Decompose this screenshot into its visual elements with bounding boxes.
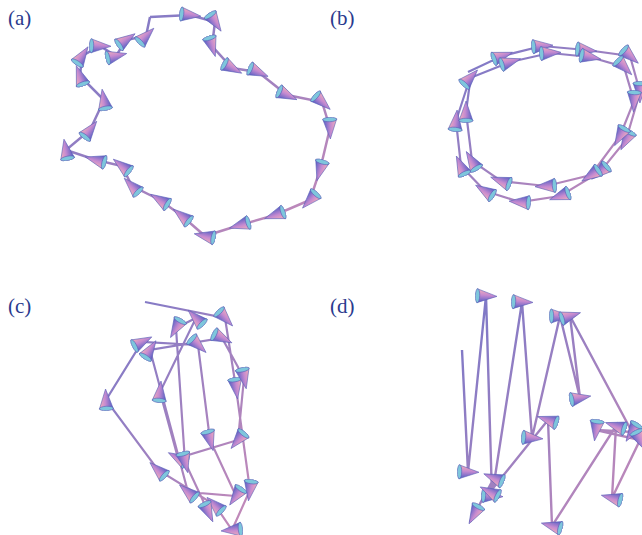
panel-label: (d)	[330, 296, 355, 317]
panel-label: (a)	[8, 8, 31, 29]
spin-chain-d	[462, 296, 640, 526]
panel-label: (c)	[8, 296, 31, 317]
spin-chain-a	[66, 15, 330, 236]
panel-label: (b)	[330, 8, 355, 29]
spin-chain-c	[106, 302, 250, 530]
spin-chain-b	[456, 46, 640, 202]
